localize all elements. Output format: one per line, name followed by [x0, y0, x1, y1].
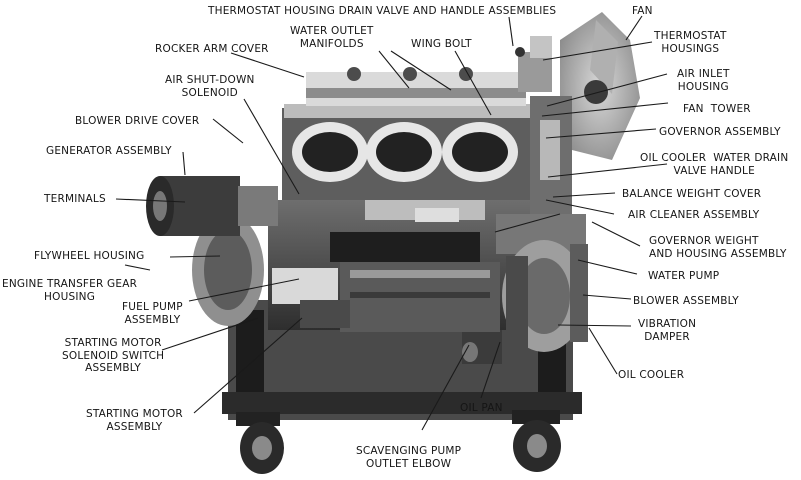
label-terminals: TERMINALS: [44, 193, 106, 205]
label-rocker-arm-cover: ROCKER ARM COVER: [155, 43, 269, 55]
label-oil-pan: OIL PAN: [460, 402, 503, 414]
label-oil-cooler: OIL COOLER: [618, 369, 685, 381]
right-side-assemblies: [496, 96, 588, 352]
label-engine-transfer-gear-housing: ENGINE TRANSFER GEAR HOUSING: [2, 278, 138, 303]
air-inlet-housing: [282, 104, 532, 200]
label-scavenging-pump-outlet-elbow: SCAVENGING PUMP OUTLET ELBOW: [356, 445, 462, 470]
label-fan: FAN: [632, 5, 653, 17]
thermostat-housings: [515, 36, 552, 92]
label-fuel-pump-assembly: FUEL PUMP ASSEMBLY: [122, 301, 183, 326]
label-thermostat-housings: THERMOSTAT HOUSINGS: [654, 30, 727, 55]
rocker-arm-cover: [306, 67, 526, 106]
label-air-inlet-housing: AIR INLET HOUSING: [677, 68, 730, 93]
label-starting-motor-assembly: STARTING MOTOR ASSEMBLY: [86, 408, 183, 433]
leader-lines: [115, 15, 669, 431]
label-flywheel-housing: FLYWHEEL HOUSING: [34, 250, 145, 262]
label-fan-tower: FAN TOWER: [683, 103, 751, 115]
label-thermostat-housing-drain-valve: THERMOSTAT HOUSING DRAIN VALVE AND HANDL…: [208, 5, 557, 17]
label-blower-assembly: BLOWER ASSEMBLY: [633, 295, 739, 307]
label-air-cleaner-assembly: AIR CLEANER ASSEMBLY: [628, 209, 760, 221]
label-water-pump: WATER PUMP: [648, 270, 720, 282]
label-generator-assembly: GENERATOR ASSEMBLY: [46, 145, 172, 157]
label-blower-drive-cover: BLOWER DRIVE COVER: [75, 115, 200, 127]
caster-wheels: [236, 330, 561, 474]
label-oil-cooler-water-drain: OIL COOLER WATER DRAIN VALVE HANDLE: [640, 152, 789, 177]
flywheel-and-generator: [146, 176, 350, 328]
label-balance-weight-cover: BALANCE WEIGHT COVER: [622, 188, 762, 200]
fan: [560, 12, 640, 160]
label-air-shutdown-solenoid: AIR SHUT-DOWN SOLENOID: [165, 74, 255, 99]
label-governor-assembly: GOVERNOR ASSEMBLY: [659, 126, 781, 138]
label-governor-weight-housing: GOVERNOR WEIGHT AND HOUSING ASSEMBLY: [649, 235, 787, 260]
label-starting-motor-solenoid-switch: STARTING MOTOR SOLENOID SWITCH ASSEMBLY: [62, 337, 165, 374]
label-vibration-damper: VIBRATION DAMPER: [638, 318, 697, 343]
label-wing-bolt: WING BOLT: [411, 38, 472, 50]
label-water-outlet-manifolds: WATER OUTLET MANIFOLDS: [290, 25, 374, 50]
